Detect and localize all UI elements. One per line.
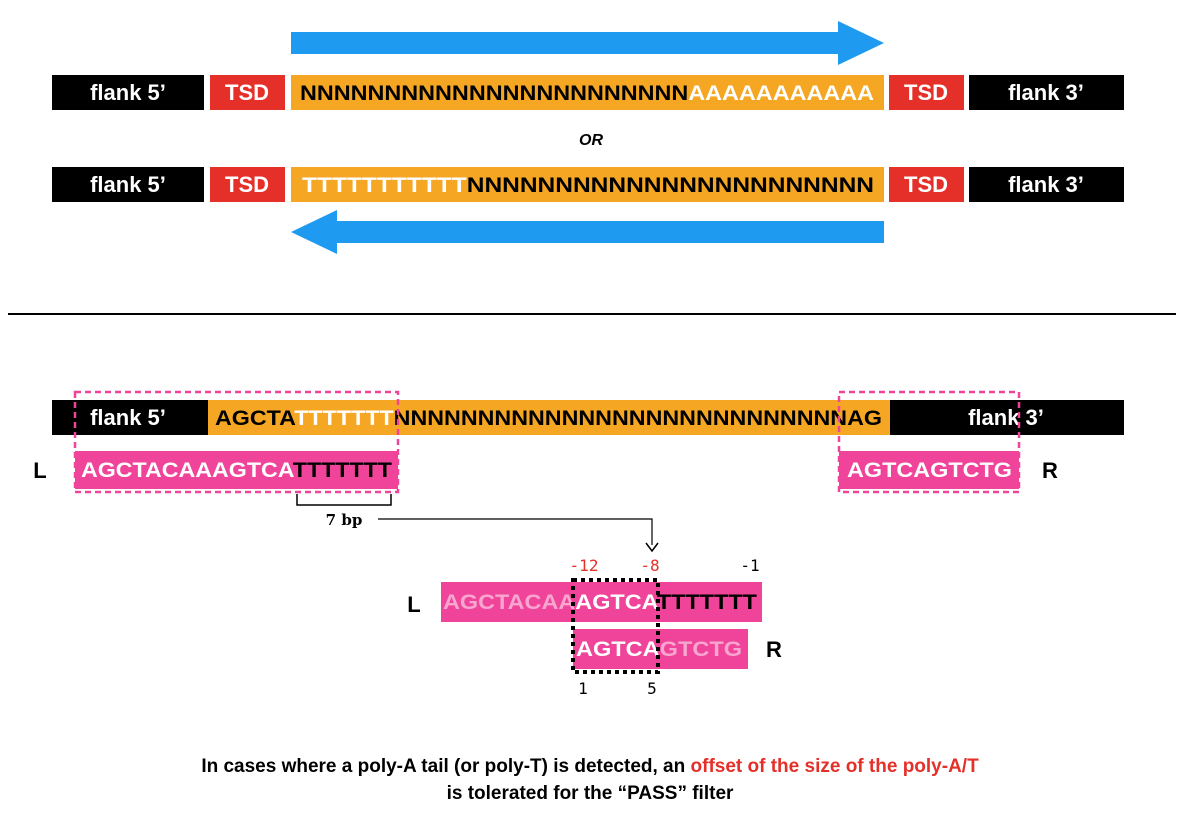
- poly-t-tail: TTTTTTT: [294, 407, 394, 430]
- bp-label: 7 bp: [326, 511, 363, 529]
- right-read-block: [839, 451, 1019, 489]
- bp-bracket: [296, 494, 392, 506]
- tsd-right-label: TSD: [904, 172, 948, 197]
- overlap-box: [571, 578, 660, 674]
- alignment-left-faded: AGCTACAA: [443, 591, 575, 614]
- tsd-right-block: [889, 167, 964, 202]
- te-suffix: AG: [847, 407, 882, 430]
- left-read-poly-t: TTTTTTT: [293, 459, 392, 482]
- left-breakpoint-box: [73, 390, 400, 494]
- caption-highlight: offset of the size of the poly-A/T: [691, 756, 980, 777]
- te-prefix: AGCTA: [215, 407, 296, 430]
- left-read-seq: AGCTACAAAGTCA: [81, 459, 294, 482]
- alignment-left-label: L: [407, 592, 420, 617]
- tsd-right-block: [889, 75, 964, 110]
- position-minus-8: -8: [640, 556, 659, 575]
- flank-3-label: flank 3’: [1008, 172, 1084, 197]
- tsd-left-label: TSD: [225, 80, 269, 105]
- position-minus-12: -12: [570, 556, 599, 575]
- te-body-block: [291, 167, 884, 202]
- tsd-left-block: [210, 167, 285, 202]
- right-read-label: R: [1042, 458, 1058, 483]
- te-n-sequence: NNNNNNNNNNNNNNNNNNNNNNN: [300, 82, 688, 105]
- connector-line: [378, 518, 653, 545]
- flank-3-label: flank 3’: [968, 405, 1044, 430]
- te-body-block: [208, 400, 890, 435]
- position-1: 1: [578, 679, 588, 698]
- position-minus-1: -1: [740, 556, 759, 575]
- forward-arrow-icon: [291, 21, 884, 65]
- poly-t-tail: TTTTTTTTTTT: [302, 174, 467, 197]
- left-read-block: [75, 451, 398, 489]
- right-breakpoint-box: [837, 390, 1021, 494]
- alignment-left-poly-t: TTTTTTT: [657, 591, 757, 614]
- te-body-block: [291, 75, 884, 110]
- right-read-sequence: AGTCAGTCTG: [847, 459, 1012, 482]
- alignment-right-overlap: AGTCA: [576, 638, 660, 661]
- connector-arrowhead-icon: [645, 542, 659, 553]
- flank-5-label: flank 5’: [90, 80, 166, 105]
- flank-5-block: [52, 167, 204, 202]
- left-read-label: L: [33, 458, 46, 483]
- flank-3-label: flank 3’: [1008, 80, 1084, 105]
- flank-5-block: [52, 75, 204, 110]
- tsd-left-label: TSD: [225, 172, 269, 197]
- or-label: OR: [579, 132, 603, 149]
- tsd-right-label: TSD: [904, 80, 948, 105]
- flank-5-block: [52, 400, 208, 435]
- flank-3-block: [969, 167, 1124, 202]
- alignment-left-overlap: AGTCA: [575, 591, 658, 614]
- tsd-left-block: [210, 75, 285, 110]
- flank-5-label: flank 5’: [90, 172, 166, 197]
- alignment-right-block: [573, 629, 748, 669]
- flank-5-label: flank 5’: [90, 405, 166, 430]
- alignment-right-label: R: [766, 637, 782, 662]
- flank-3-block: [969, 75, 1124, 110]
- alignment-left-block: [441, 582, 762, 622]
- caption-line-1: In cases where a poly-A tail (or poly-T)…: [201, 756, 979, 777]
- te-n-sequence: NNNNNNNNNNNNNNNNNNNNNNNNNNN: [394, 407, 847, 430]
- alignment-right-faded: GTCTG: [660, 638, 742, 661]
- caption-line-2: is tolerated for the “PASS” filter: [447, 783, 734, 804]
- reverse-arrow-icon: [291, 210, 884, 254]
- flank-3-block: [890, 400, 1124, 435]
- poly-a-tail: AAAAAAAAAAA: [688, 82, 874, 105]
- caption-line-1-text: In cases where a poly-A tail (or poly-T)…: [201, 756, 690, 777]
- te-n-sequence: NNNNNNNNNNNNNNNNNNNNNNN: [467, 174, 874, 197]
- position-5: 5: [647, 679, 657, 698]
